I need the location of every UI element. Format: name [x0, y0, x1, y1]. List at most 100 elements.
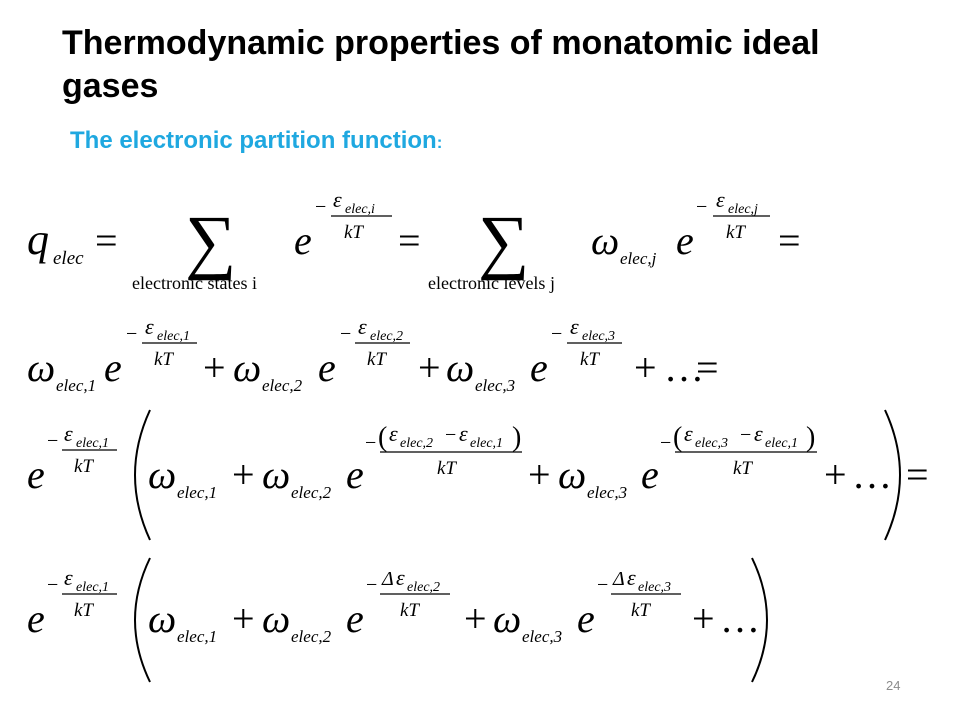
- omega-symbol: ω: [27, 345, 55, 390]
- epsilon-symbol: ε: [145, 314, 154, 339]
- exp-e: e: [294, 218, 312, 263]
- exp-minus: −: [551, 323, 562, 345]
- kt-denominator: kT: [74, 600, 94, 621]
- exp-minus: −: [597, 574, 608, 596]
- epsilon-symbol: ε: [64, 421, 73, 446]
- omega-subscript: elec,1: [177, 627, 217, 646]
- epsilon-subscript: elec,1: [157, 329, 190, 344]
- exp-e: e: [641, 452, 659, 497]
- exp-minus: −: [660, 432, 671, 454]
- kt-denominator: kT: [437, 458, 457, 479]
- sum-label-states: electronic states i: [132, 273, 257, 293]
- epsilon-subscript: elec,j: [728, 202, 758, 217]
- kt-denominator: kT: [154, 349, 174, 370]
- exp-minus: −: [365, 432, 376, 454]
- epsilon-subscript: elec,2: [407, 580, 440, 595]
- equation-line-3: e − ε elec,1 kT ω elec,1 + ω elec,2 e − …: [27, 409, 929, 541]
- omega-symbol: ω: [262, 452, 290, 497]
- epsilon-symbol: ε: [716, 187, 725, 212]
- plus-sign: +: [634, 345, 657, 390]
- plus-sign: +: [203, 345, 226, 390]
- equals-sign: =: [906, 452, 929, 497]
- equation-line-2: ω elec,1 e − ε elec,1 kT + ω elec,2 e − …: [27, 314, 719, 395]
- epsilon-symbol: ε: [754, 421, 763, 446]
- epsilon-symbol: ε: [459, 421, 468, 446]
- epsilon-symbol: ε: [684, 421, 693, 446]
- plus-sign: +: [232, 452, 255, 497]
- sum-label-levels: electronic levels j: [428, 273, 555, 293]
- omega-subscript: elec,3: [475, 376, 515, 395]
- omega-symbol: ω: [446, 345, 474, 390]
- omega-subscript: elec,2: [291, 627, 332, 646]
- equals-sign: =: [95, 218, 118, 263]
- numerator-open-paren: (: [673, 422, 682, 453]
- epsilon-symbol: ε: [389, 421, 398, 446]
- omega-subscript: elec,j: [620, 249, 657, 268]
- minus-sign: −: [740, 424, 751, 446]
- epsilon-subscript: elec,2: [370, 329, 403, 344]
- exp-e: e: [577, 596, 595, 641]
- omega-subscript: elec,1: [56, 376, 96, 395]
- plus-sign: +: [528, 452, 551, 497]
- epsilon-subscript: elec,i: [345, 202, 375, 217]
- kt-denominator: kT: [367, 349, 387, 370]
- omega-symbol: ω: [233, 345, 261, 390]
- epsilon-subscript: elec,2: [400, 436, 433, 451]
- omega-subscript: elec,3: [587, 483, 627, 502]
- kt-denominator: kT: [400, 600, 420, 621]
- kt-denominator: kT: [344, 222, 364, 243]
- left-paren: [134, 557, 151, 683]
- exp-e: e: [346, 452, 364, 497]
- kt-denominator: kT: [74, 456, 94, 477]
- ellipsis: …: [852, 452, 892, 497]
- slide-subtitle: The electronic partition function:: [70, 127, 442, 155]
- exp-e: e: [318, 345, 336, 390]
- right-paren: [884, 409, 901, 541]
- numerator-open-paren: (: [378, 422, 387, 453]
- equals-sign: =: [696, 345, 719, 390]
- epsilon-symbol: ε: [396, 565, 405, 590]
- plus-sign: +: [464, 596, 487, 641]
- exp-minus: −: [315, 196, 326, 218]
- epsilon-symbol: ε: [358, 314, 367, 339]
- slide-title: Thermodynamic properties of monatomic id…: [62, 24, 820, 105]
- omega-subscript: elec,3: [522, 627, 562, 646]
- epsilon-symbol: ε: [333, 187, 342, 212]
- omega-subscript: elec,1: [177, 483, 217, 502]
- ellipsis: …: [664, 345, 704, 390]
- minus-sign: −: [445, 424, 456, 446]
- omega-symbol: ω: [148, 596, 176, 641]
- subtitle-colon: :: [436, 133, 443, 152]
- numerator-close-paren: ): [806, 422, 815, 453]
- epsilon-subscript: elec,1: [76, 436, 109, 451]
- kt-denominator: kT: [726, 222, 746, 243]
- ellipsis: …: [720, 596, 760, 641]
- epsilon-subscript: elec,3: [638, 580, 671, 595]
- equation-line-4: e − ε elec,1 kT ω elec,1 + ω elec,2 e − …: [27, 557, 768, 683]
- q-subscript: elec: [53, 248, 84, 269]
- exp-minus: −: [47, 430, 58, 452]
- exp-e: e: [104, 345, 122, 390]
- epsilon-subscript: elec,3: [582, 329, 615, 344]
- exp-minus: −: [47, 574, 58, 596]
- exp-e: e: [676, 218, 694, 263]
- epsilon-subscript: elec,3: [695, 436, 728, 451]
- sum-symbol: ∑: [185, 201, 236, 281]
- exp-minus: −: [366, 574, 377, 596]
- epsilon-subscript: elec,1: [76, 580, 109, 595]
- exp-minus: −: [340, 323, 351, 345]
- q-symbol: q: [27, 215, 49, 264]
- equation-line-1: q elec = ∑ electronic states i e − ε ele…: [27, 187, 801, 293]
- slide-number: 24: [886, 678, 901, 693]
- exp-e: e: [346, 596, 364, 641]
- omega-subscript: elec,2: [262, 376, 303, 395]
- omega-subscript: elec,2: [291, 483, 332, 502]
- kt-denominator: kT: [580, 349, 600, 370]
- epsilon-subscript: elec,1: [470, 436, 503, 451]
- sum-symbol: ∑: [478, 201, 529, 281]
- epsilon-symbol: ε: [570, 314, 579, 339]
- kt-denominator: kT: [631, 600, 651, 621]
- equals-sign: =: [398, 218, 421, 263]
- subtitle-text: The electronic partition function: [70, 127, 437, 154]
